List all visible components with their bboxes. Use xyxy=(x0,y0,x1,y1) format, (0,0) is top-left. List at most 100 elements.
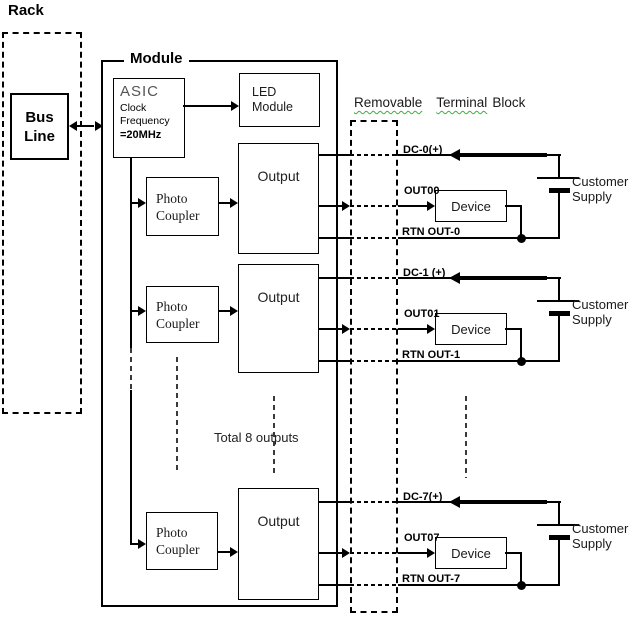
dc-flow-arrowhead-left-icon xyxy=(449,272,460,284)
out-wire-device-segment xyxy=(398,552,428,554)
out-arrowhead-terminal-icon xyxy=(342,324,350,334)
asic-to-led-wire xyxy=(183,105,232,107)
led-label-line1: LED xyxy=(252,85,277,99)
customer-supply-line2: Supply xyxy=(572,312,612,327)
asic-to-led-arrowhead-icon xyxy=(231,101,239,111)
out-arrowhead-device-icon xyxy=(427,201,435,211)
dc-flow-arrowhead-left-icon xyxy=(449,149,460,161)
terminal-title-word-removable: Removable xyxy=(354,95,423,110)
bus-line-label-line1: Bus xyxy=(25,108,54,126)
clock-feed-wire-0 xyxy=(130,202,140,204)
clock-feed-arrowhead-1-icon xyxy=(138,306,146,316)
device-box: Device xyxy=(435,190,507,222)
supply-wire-lower xyxy=(558,193,560,239)
clock-bus-wire-upper xyxy=(130,158,132,348)
asic-frequency-label: Frequency xyxy=(120,115,170,127)
bus-wire xyxy=(76,125,94,127)
output-channel-1: DC-1 (+) OUT01 Device RTN OUT-1 Customer… xyxy=(0,267,636,371)
device-label: Device xyxy=(451,545,491,561)
rack-label: Rack xyxy=(8,2,44,19)
supply-wire-upper xyxy=(558,503,560,524)
rtn-wire-module-segment xyxy=(319,360,350,362)
supply-wire-upper xyxy=(558,279,560,300)
rtn-terminal-label: RTN OUT-0 xyxy=(402,226,461,238)
dc-current-flow-line xyxy=(459,153,547,157)
output-channel-7: DC-7(+) OUT07 Device RTN OUT-7 Customer … xyxy=(0,491,636,595)
dc-wire-terminal-segment xyxy=(350,277,398,279)
clock-feed-arrowhead-0-icon xyxy=(138,198,146,208)
clock-feed-arrowhead-7-icon xyxy=(138,539,146,549)
customer-supply-label: Customer Supply xyxy=(572,174,628,204)
device-return-wire-horizontal xyxy=(505,328,522,330)
photo-coupler-label-line1: Photo xyxy=(156,298,188,314)
dc-terminal-label: DC-7(+) xyxy=(403,491,443,503)
out-wire-module-segment xyxy=(319,205,343,207)
battery-positive-plate-icon xyxy=(537,300,579,302)
device-box: Device xyxy=(435,537,507,569)
out-wire-device-segment xyxy=(398,328,428,330)
total-outputs-note: Total 8 outputs xyxy=(214,430,299,445)
module-boundary xyxy=(101,60,338,607)
rtn-terminal-label: RTN OUT-1 xyxy=(402,349,461,361)
asic-label: ASIC xyxy=(120,83,160,100)
clock-bus-wire-continuation xyxy=(130,348,132,390)
asic-clock-label: Clock xyxy=(120,102,147,114)
customer-supply-label: Customer Supply xyxy=(572,297,628,327)
battery-negative-plate-icon xyxy=(549,535,570,540)
rtn-wire-supply-segment xyxy=(398,584,560,586)
battery-negative-plate-icon xyxy=(549,188,570,193)
output-stage-box-0: Output xyxy=(238,143,319,254)
customer-supply-line2: Supply xyxy=(572,189,612,204)
coupler-to-output-wire-7 xyxy=(218,551,231,553)
rack-boundary xyxy=(2,32,82,414)
dc-current-flow-line xyxy=(459,276,547,280)
supply-wire-lower xyxy=(558,540,560,586)
terminal-title-word-terminal: Terminal xyxy=(436,95,488,110)
rtn-wire-terminal-segment xyxy=(350,584,398,586)
clock-feed-wire-1 xyxy=(130,310,140,312)
coupler-to-output-arrowhead-1-icon xyxy=(230,306,238,316)
dc-wire-module-segment xyxy=(319,154,350,156)
out-arrowhead-device-icon xyxy=(427,324,435,334)
customer-supply-line1: Customer xyxy=(572,174,629,189)
output-stage-box-7: Output xyxy=(238,488,319,600)
photo-coupler-label-line2: Coupler xyxy=(156,315,200,331)
bus-arrowhead-left-icon xyxy=(69,121,77,131)
bus-line-label-line2: Line xyxy=(24,127,55,145)
dc-wire-terminal-segment xyxy=(350,501,398,503)
dc-current-flow-line xyxy=(459,500,547,504)
rtn-wire-module-segment xyxy=(319,237,350,239)
coupler-to-output-arrowhead-7-icon xyxy=(230,547,238,557)
coupler-to-output-wire-1 xyxy=(219,310,231,312)
device-return-wire-vertical xyxy=(520,205,522,240)
dc-terminal-label: DC-0(+) xyxy=(403,144,443,156)
dc-wire-terminal-segment xyxy=(350,154,398,156)
bus-arrowhead-right-icon xyxy=(95,121,103,131)
out-arrowhead-terminal-icon xyxy=(342,548,350,558)
device-return-wire-horizontal xyxy=(505,552,522,554)
device-label: Device xyxy=(451,198,491,214)
rtn-wire-supply-segment xyxy=(398,360,560,362)
photo-coupler-box-1: Photo Coupler xyxy=(146,286,219,343)
photo-coupler-box-0: Photo Coupler xyxy=(146,177,219,236)
out-wire-module-segment xyxy=(319,328,343,330)
terminal-block-boundary xyxy=(350,120,398,613)
terminal-title-word-block: Block xyxy=(492,95,526,110)
photo-coupler-box-7: Photo Coupler xyxy=(146,512,218,570)
terminal-block-title: Removable Terminal Block xyxy=(354,95,525,110)
rtn-wire-terminal-segment xyxy=(350,360,398,362)
continuation-dashes-device-column xyxy=(465,396,467,478)
out-arrowhead-terminal-icon xyxy=(342,201,350,211)
battery-positive-plate-icon xyxy=(537,177,579,179)
dc-wire-module-segment xyxy=(319,501,350,503)
coupler-to-output-wire-0 xyxy=(219,202,231,204)
device-box: Device xyxy=(435,313,507,345)
coupler-to-output-arrowhead-0-icon xyxy=(230,198,238,208)
device-return-wire-vertical xyxy=(520,328,522,363)
battery-positive-plate-icon xyxy=(537,524,579,526)
battery-negative-plate-icon xyxy=(549,311,570,316)
device-return-wire-vertical xyxy=(520,552,522,587)
asic-box: ASIC Clock Frequency =20MHz xyxy=(113,78,185,158)
out-wire-terminal-segment xyxy=(350,552,398,554)
dc-wire-module-segment xyxy=(319,277,350,279)
